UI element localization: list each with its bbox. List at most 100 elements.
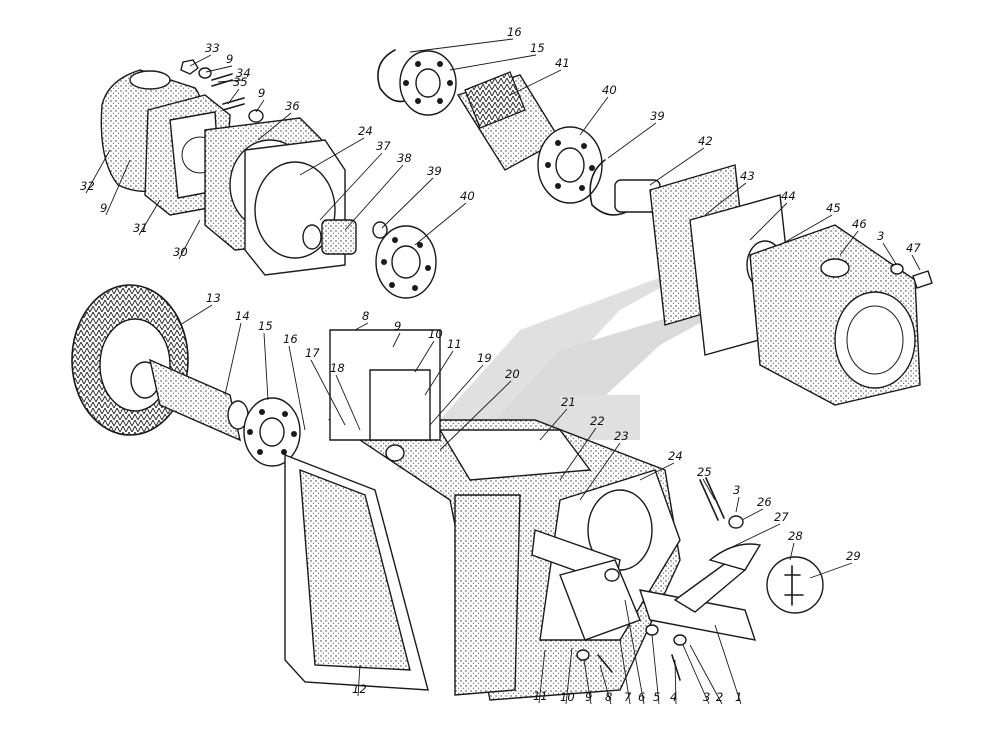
leader-line-c17 <box>310 359 346 426</box>
callout-label-c40b: 40 <box>602 83 617 97</box>
leader-line-c21 <box>539 408 568 441</box>
leader-line-c26 <box>741 508 764 521</box>
callout-label-c41: 41 <box>555 56 570 70</box>
leader-line-c47 <box>911 254 921 271</box>
callout-label-c31: 31 <box>133 221 148 235</box>
callout-label-c10b: 10 <box>560 690 575 704</box>
leader-line-c34 <box>217 79 243 83</box>
callout-label-c32: 32 <box>80 179 95 193</box>
leader-line-c23 <box>579 442 621 501</box>
leader-line-c27 <box>729 523 781 549</box>
leader-line-c11b <box>538 649 546 704</box>
leader-line-c2 <box>689 644 723 705</box>
leader-line-c8b <box>599 664 612 705</box>
leader-line-c6 <box>624 599 645 705</box>
callout-label-c20: 20 <box>505 367 520 381</box>
callout-label-c46: 46 <box>852 217 867 231</box>
callout-label-c9d: 9 <box>394 319 401 333</box>
leader-line-c28 <box>789 542 795 561</box>
callout-label-c43: 43 <box>740 169 755 183</box>
callout-label-c44: 44 <box>781 189 796 203</box>
callout-label-c21: 21 <box>561 395 576 409</box>
callout-label-c36: 36 <box>285 99 300 113</box>
leader-line-c44 <box>749 202 788 241</box>
leader-line-c5 <box>651 634 660 705</box>
leader-line-c11a <box>424 350 454 396</box>
callout-label-c9c: 9 <box>100 201 107 215</box>
callout-label-c9e: 9 <box>585 690 592 704</box>
callout-label-c1: 1 <box>735 690 742 704</box>
leader-line-c41 <box>509 69 562 96</box>
leader-line-c35 <box>227 88 240 105</box>
callouts: 3393435936329313024373839401615414039424… <box>80 25 921 705</box>
callout-label-c9b: 9 <box>258 86 265 100</box>
callout-label-c16a: 16 <box>507 25 522 39</box>
callout-label-c3a: 3 <box>877 229 884 243</box>
callout-label-c16b: 16 <box>283 332 298 346</box>
callout-label-c3b: 3 <box>733 483 740 497</box>
callout-label-c45: 45 <box>826 201 841 215</box>
callout-label-c14: 14 <box>235 309 250 323</box>
callout-label-c47: 47 <box>906 241 921 255</box>
callout-label-c4: 4 <box>670 690 677 704</box>
leader-line-c3b <box>735 496 740 513</box>
leader-line-c42 <box>649 147 705 186</box>
gear-shaft-assembly <box>71 284 301 467</box>
leader-line-c33 <box>189 54 212 67</box>
callout-label-c7: 7 <box>624 690 632 704</box>
callout-label-c30: 30 <box>173 245 188 259</box>
callout-label-c37: 37 <box>376 139 391 153</box>
leader-line-c12 <box>357 664 361 697</box>
leader-line-c3c <box>682 644 710 705</box>
callout-label-c11a: 11 <box>447 337 462 351</box>
callout-label-c8a: 8 <box>362 309 369 323</box>
leader-line-c13 <box>179 304 213 326</box>
leader-line-c25 <box>702 478 716 501</box>
leader-line-c19 <box>429 364 484 426</box>
leader-line-c8a <box>354 322 369 331</box>
callout-label-c15b: 15 <box>258 319 273 333</box>
leader-line-c40b <box>579 96 609 136</box>
leader-line-c3a <box>882 242 897 265</box>
leader-line-c30 <box>178 219 201 260</box>
leader-line-c36 <box>257 112 292 141</box>
callout-label-c24b: 24 <box>668 449 683 463</box>
leader-line-c9a <box>205 65 233 73</box>
callout-label-c26: 26 <box>757 495 772 509</box>
leader-line-c10a <box>414 340 435 373</box>
callout-label-c19: 19 <box>477 351 492 365</box>
callout-label-c35: 35 <box>233 75 248 89</box>
callout-label-c34: 34 <box>236 66 251 80</box>
callout-label-c28: 28 <box>788 529 803 543</box>
callout-label-c17: 17 <box>305 346 320 360</box>
leader-line-c43 <box>704 182 747 216</box>
leader-line-c24b <box>639 462 675 481</box>
callout-label-c38: 38 <box>397 151 412 165</box>
callout-label-c15a: 15 <box>530 41 545 55</box>
callout-label-c9a: 9 <box>226 52 233 66</box>
callout-label-c29: 29 <box>846 549 861 563</box>
callout-label-c3c: 3 <box>703 690 710 704</box>
leader-line-c15a <box>449 54 537 71</box>
callout-label-c39b: 39 <box>650 109 665 123</box>
leader-line-c46 <box>839 230 859 256</box>
callout-label-c24a: 24 <box>358 124 373 138</box>
rear-cover-assembly <box>100 59 437 299</box>
shift-fork-assembly <box>531 477 824 681</box>
callout-label-c13: 13 <box>206 291 221 305</box>
leader-line-c38 <box>344 164 404 231</box>
leader-line-c9e <box>583 659 592 705</box>
leader-line-c9d <box>392 332 401 348</box>
leader-line-c4 <box>674 659 677 705</box>
drive-shaft-assembly <box>377 49 933 406</box>
callout-label-c11b: 11 <box>533 689 548 703</box>
leader-line-c9b <box>255 99 265 113</box>
leader-line-c24a <box>299 137 365 176</box>
callout-label-c40a: 40 <box>460 189 475 203</box>
callout-label-c12: 12 <box>352 682 367 696</box>
leader-line-c39a <box>381 177 434 229</box>
leader-line-c31 <box>138 199 161 236</box>
callout-label-c8b: 8 <box>605 690 612 704</box>
